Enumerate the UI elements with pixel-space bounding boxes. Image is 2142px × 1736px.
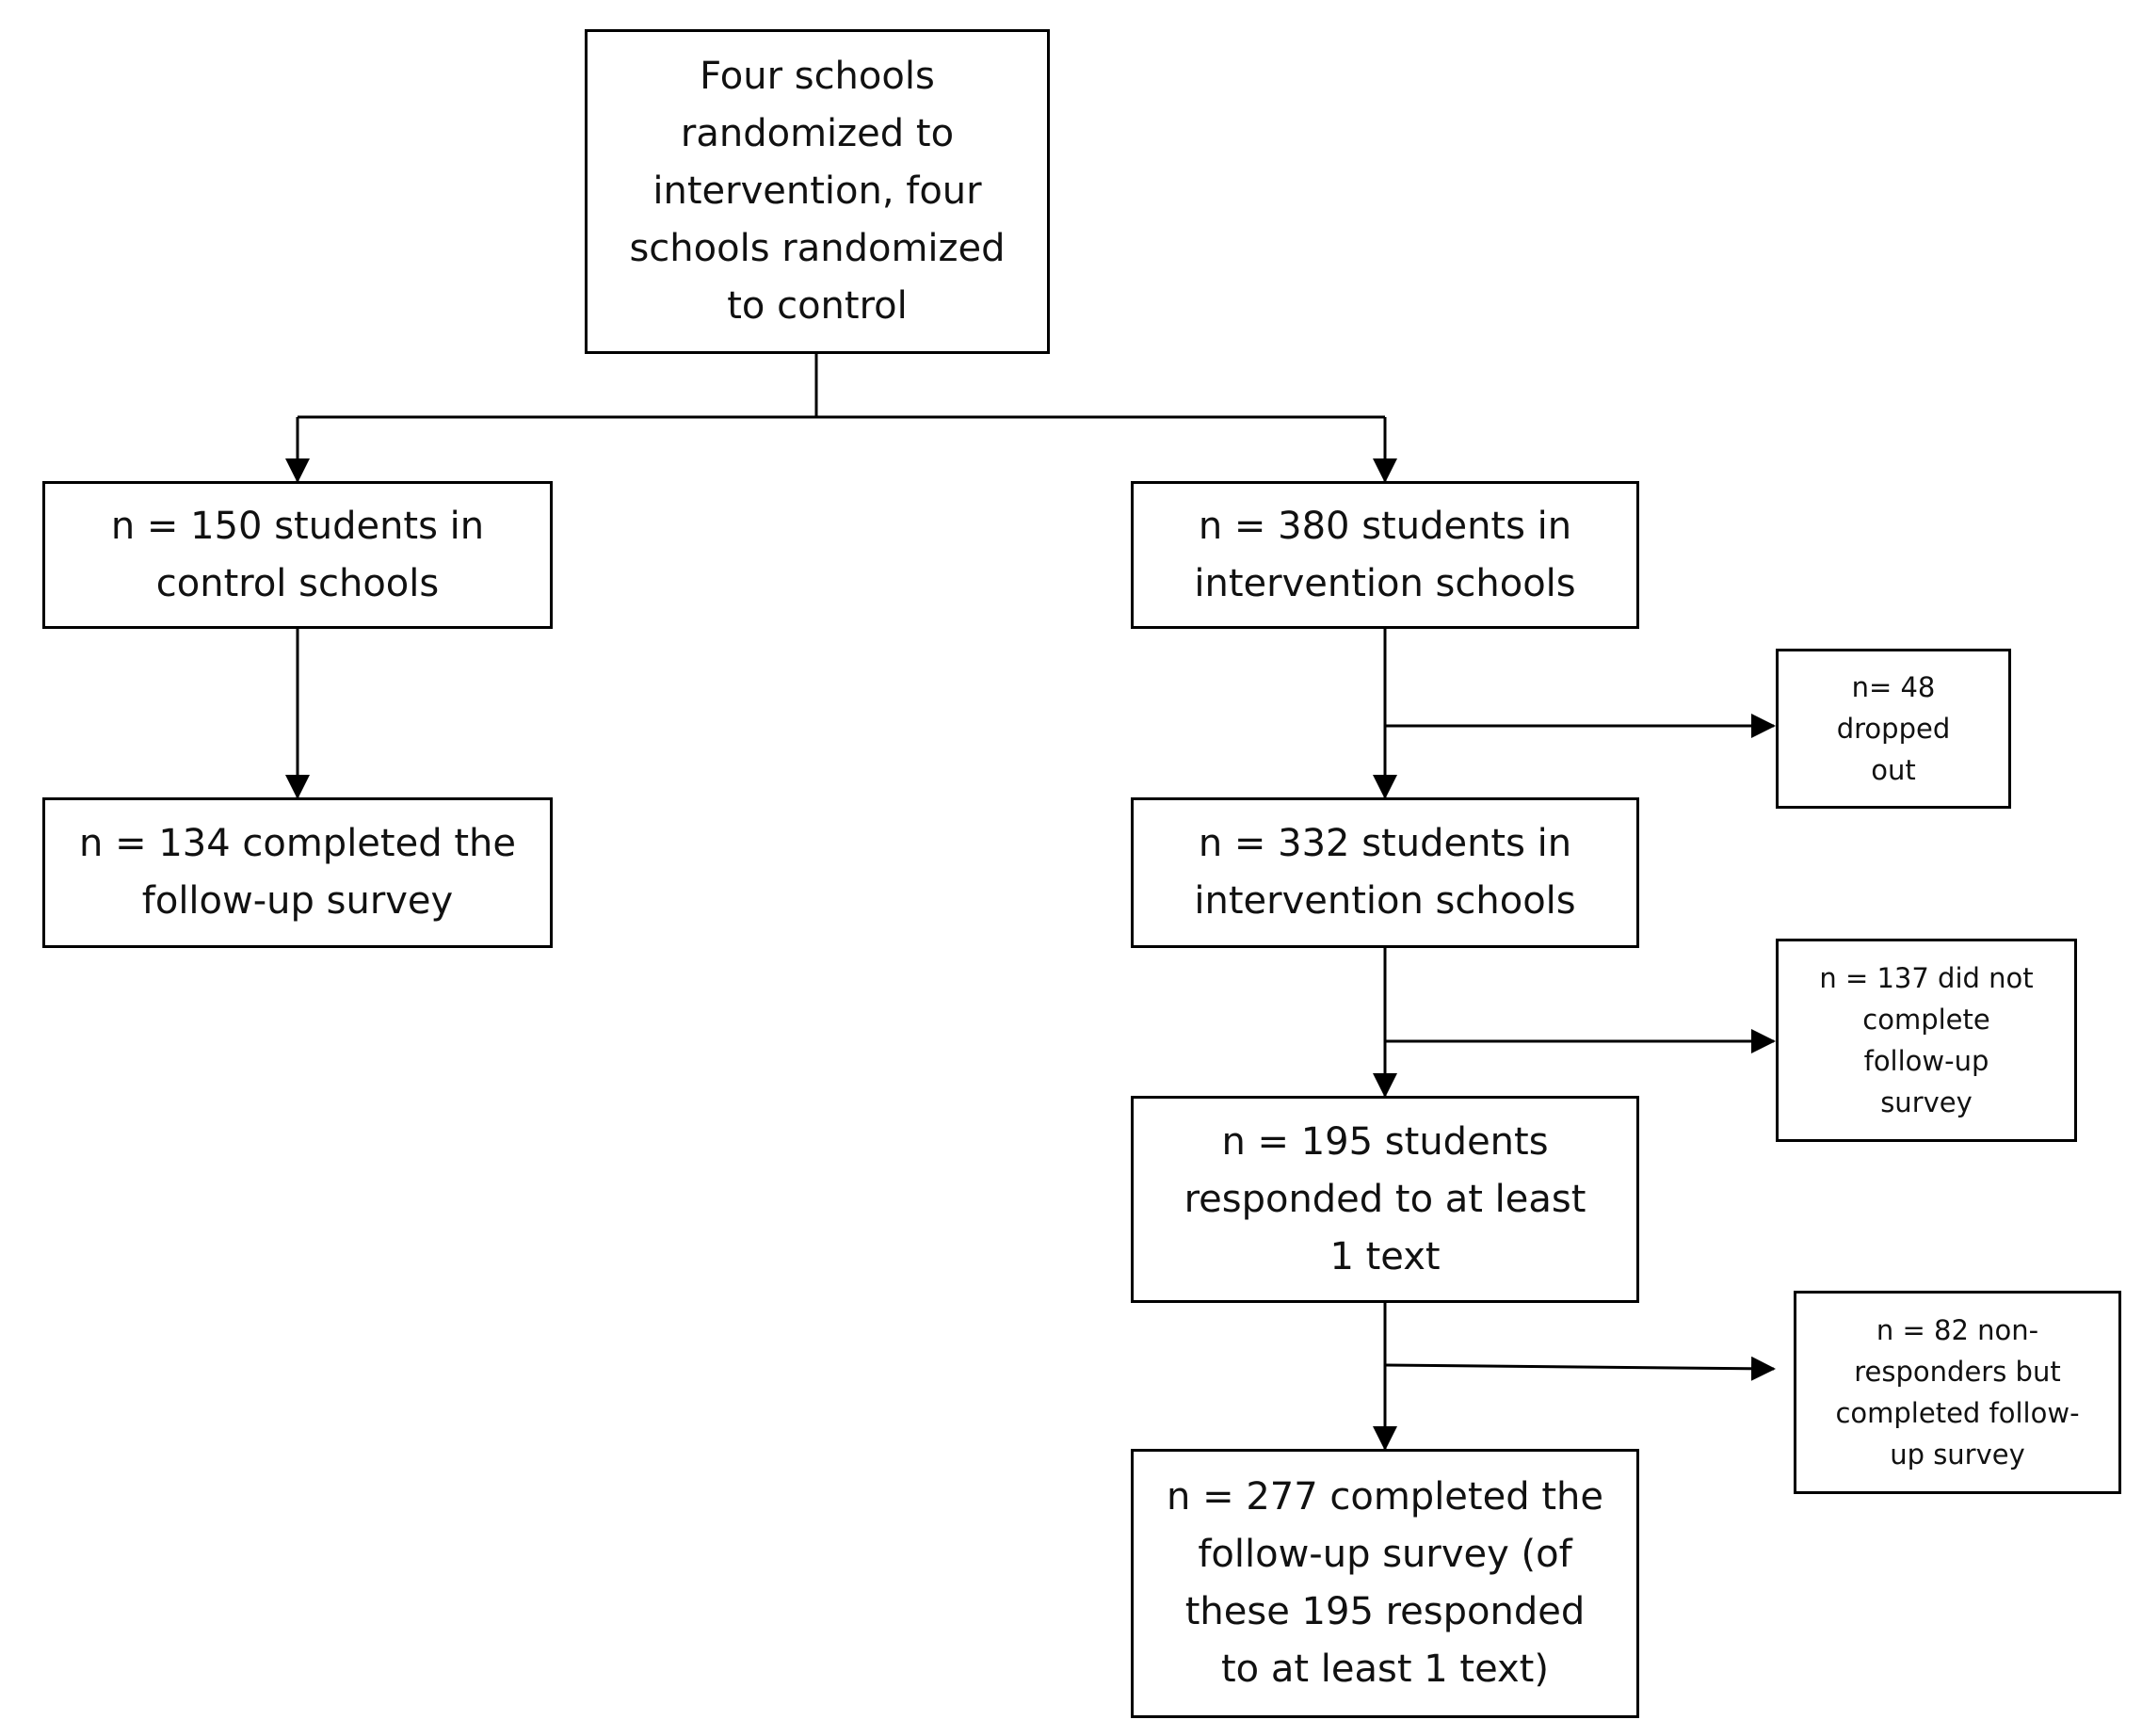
- nonresponders-label: n = 82 non- responders but completed fol…: [1835, 1314, 2080, 1471]
- intervention-responded-label: n = 195 students responded to at least 1…: [1184, 1119, 1586, 1278]
- dropped-out-box: n= 48 dropped out: [1776, 649, 2011, 809]
- control-enrolled-box: n = 150 students in control schools: [42, 481, 553, 629]
- control-completed-box: n = 134 completed the follow-up survey: [42, 797, 553, 948]
- control-enrolled-label: n = 150 students in control schools: [110, 504, 485, 605]
- intervention-enrolled-label: n = 380 students in intervention schools: [1194, 504, 1576, 605]
- root-box: Four schools randomized to intervention,…: [585, 29, 1050, 354]
- not-completed-box: n = 137 did not complete follow-up surve…: [1776, 939, 2077, 1142]
- not-completed-label: n = 137 did not complete follow-up surve…: [1819, 962, 2034, 1118]
- intervention-remaining-label: n = 332 students in intervention schools: [1194, 822, 1576, 923]
- arrow-to-nonresponders: [1384, 1356, 1776, 1381]
- root-label: Four schools randomized to intervention,…: [629, 55, 1006, 328]
- intervention-remaining-box: n = 332 students in intervention schools: [1131, 797, 1639, 948]
- intervention-completed-label: n = 277 completed the follow-up survey (…: [1167, 1475, 1603, 1691]
- nonresponders-box: n = 82 non- responders but completed fol…: [1794, 1291, 2121, 1494]
- dropped-out-label: n= 48 dropped out: [1836, 671, 1951, 786]
- control-completed-label: n = 134 completed the follow-up survey: [79, 822, 516, 923]
- intervention-completed-box: n = 277 completed the follow-up survey (…: [1131, 1449, 1639, 1718]
- intervention-enrolled-box: n = 380 students in intervention schools: [1131, 481, 1639, 629]
- intervention-responded-box: n = 195 students responded to at least 1…: [1131, 1096, 1639, 1303]
